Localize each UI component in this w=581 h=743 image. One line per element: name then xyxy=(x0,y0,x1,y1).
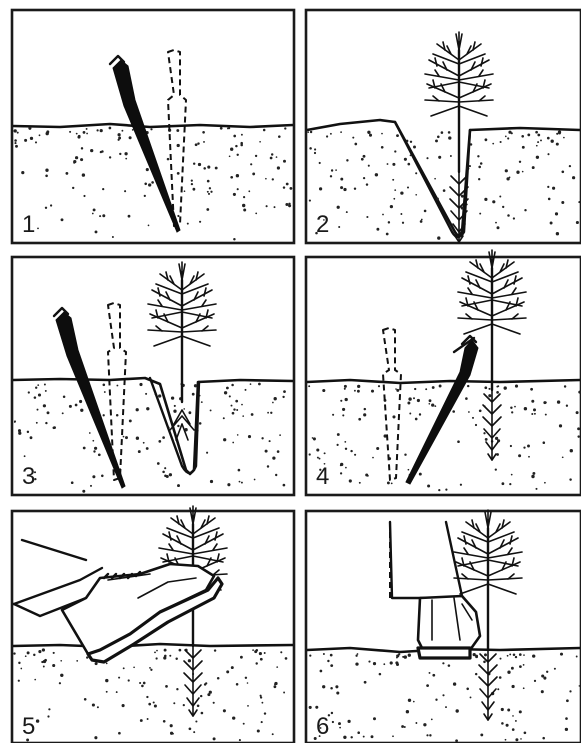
panel-1: 1 xyxy=(12,10,294,243)
panel-4-frame xyxy=(306,257,581,495)
panel-4: 4 xyxy=(306,250,581,495)
panel-number-2: 2 xyxy=(316,211,329,238)
panel-3-frame xyxy=(12,257,294,495)
panel-number-3: 3 xyxy=(22,463,35,490)
panel-5: 5 xyxy=(12,506,294,743)
panel-number-6: 6 xyxy=(316,713,329,740)
panel-6: 6 xyxy=(306,510,581,743)
panel-number-1: 1 xyxy=(22,211,35,238)
panel-3: 3 xyxy=(12,257,294,495)
panel-number-5: 5 xyxy=(22,713,35,740)
panel-2: 2 xyxy=(306,10,581,243)
panel-number-4: 4 xyxy=(316,463,329,490)
